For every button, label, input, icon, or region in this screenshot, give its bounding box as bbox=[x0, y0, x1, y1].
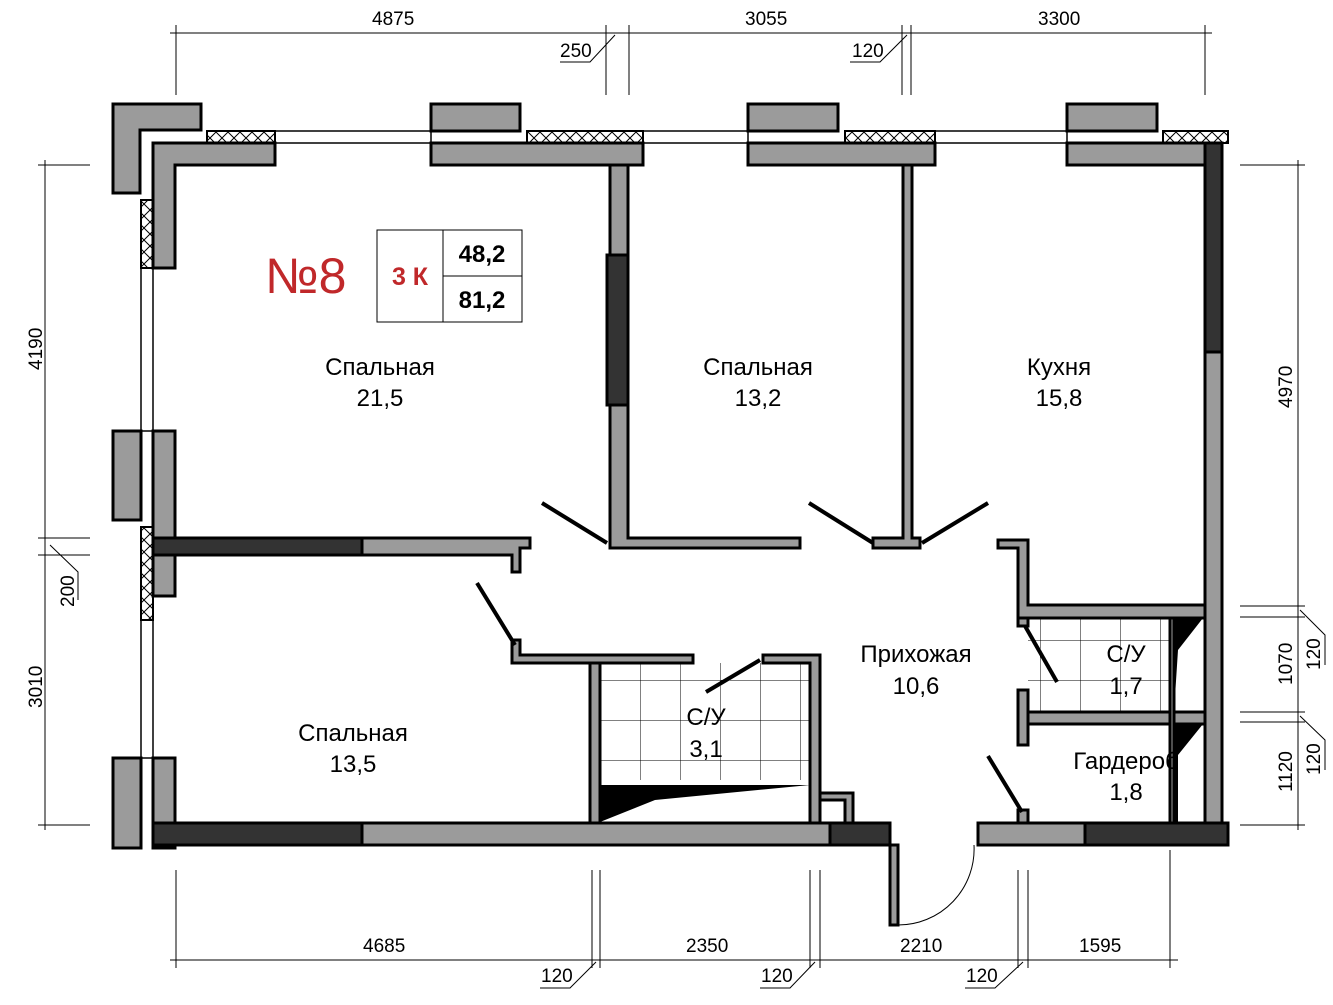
bathroom-tile-floor bbox=[600, 663, 810, 780]
dim-top-1: 4875 bbox=[372, 9, 414, 30]
dim-right-2: 1070 bbox=[1276, 643, 1297, 685]
wardrobe-fixture bbox=[1174, 724, 1203, 823]
room-name: С/У bbox=[686, 704, 726, 731]
toilet-tile-floor bbox=[1028, 618, 1170, 712]
dim-bottom-2: 2350 bbox=[686, 936, 728, 957]
exterior-piers bbox=[111, 102, 1159, 850]
room-name: Спальная bbox=[298, 720, 408, 747]
room-name: Кухня bbox=[1027, 354, 1091, 381]
dim-left-3: 3010 bbox=[26, 666, 47, 708]
left-windows bbox=[140, 199, 154, 759]
dim-right-4: 1120 bbox=[1276, 751, 1297, 792]
apartment-number: №8 bbox=[265, 248, 346, 304]
room-name: Спальная bbox=[325, 354, 435, 381]
wardrobe-partition bbox=[1174, 724, 1178, 823]
dim-bottom-7: 120 bbox=[966, 966, 998, 987]
dim-bottom-5: 120 bbox=[541, 966, 573, 987]
dim-right-3: 120 bbox=[1304, 638, 1325, 670]
dim-right-1: 4970 bbox=[1276, 366, 1297, 408]
room-name: С/У bbox=[1106, 641, 1146, 668]
room-area: 3,1 bbox=[689, 736, 722, 763]
room-name: Спальная bbox=[703, 354, 813, 381]
rooms-count: 3 К bbox=[392, 263, 429, 291]
living-area: 48,2 bbox=[459, 241, 506, 268]
room-area: 13,2 bbox=[735, 385, 782, 412]
toilet-fixture bbox=[1174, 618, 1203, 712]
room-area: 15,8 bbox=[1036, 385, 1083, 412]
dim-top-120: 120 bbox=[852, 41, 884, 62]
room-name: Прихожая bbox=[860, 641, 971, 668]
room-area: 1,8 bbox=[1109, 779, 1142, 806]
room-area: 13,5 bbox=[330, 751, 377, 778]
apartment-info-box bbox=[376, 229, 523, 323]
dim-top-3: 3300 bbox=[1038, 9, 1080, 30]
room-area: 10,6 bbox=[893, 673, 940, 700]
room-area: 21,5 bbox=[357, 385, 404, 412]
dim-bottom-6: 120 bbox=[761, 966, 793, 987]
dim-bottom-1: 4685 bbox=[363, 936, 405, 957]
dimension-lines bbox=[38, 25, 1326, 989]
dim-bottom-3: 2210 bbox=[900, 936, 942, 957]
bathtub bbox=[600, 785, 810, 822]
dim-top-2: 3055 bbox=[745, 9, 787, 30]
dim-bottom-4: 1595 bbox=[1079, 936, 1121, 957]
dim-top-250: 250 bbox=[560, 41, 592, 62]
doors bbox=[475, 501, 1059, 926]
room-area: 1,7 bbox=[1109, 673, 1142, 700]
walls bbox=[151, 141, 1230, 927]
total-area: 81,2 bbox=[459, 287, 506, 314]
top-windows bbox=[206, 130, 1229, 144]
room-name: Гардероб bbox=[1073, 748, 1179, 775]
dim-left-2: 200 bbox=[58, 575, 79, 607]
dim-right-5: 120 bbox=[1304, 743, 1325, 775]
dim-left-1: 4190 bbox=[26, 328, 47, 370]
